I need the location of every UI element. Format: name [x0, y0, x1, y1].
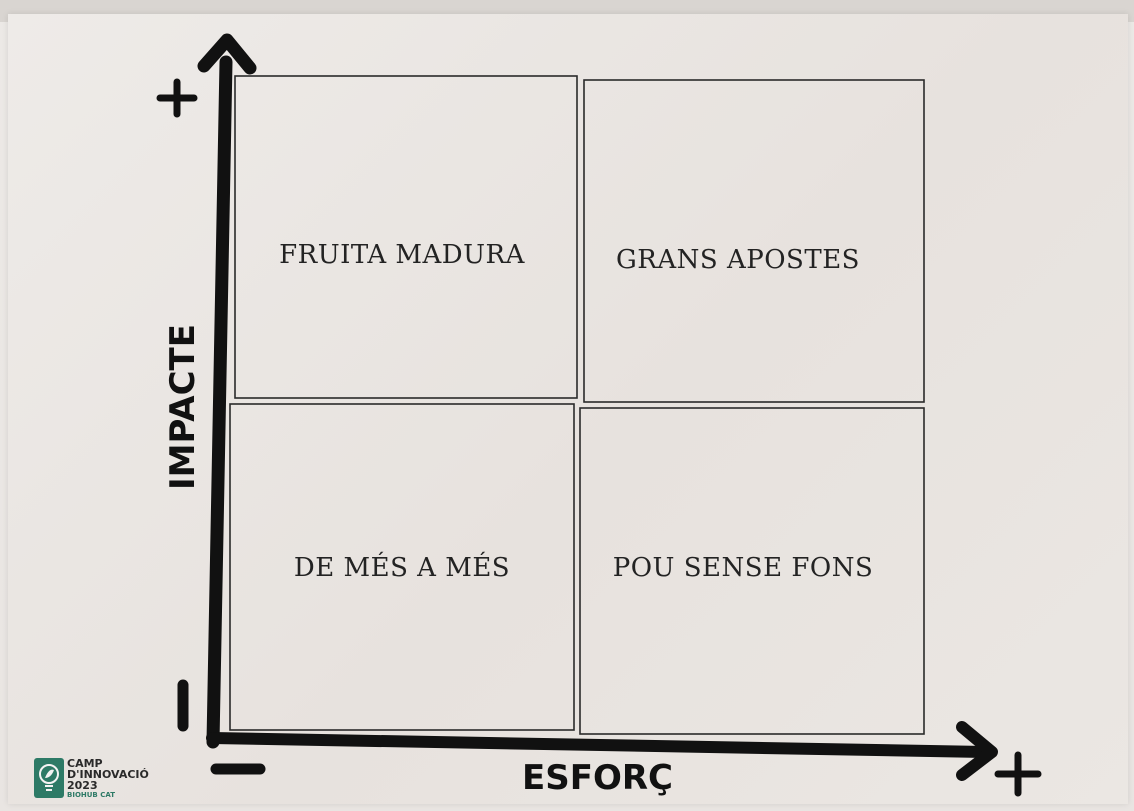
quadrant-label-top-left: FRUITA MADURA [279, 240, 525, 270]
quadrant-label-bottom-right: POU SENSE FONS [612, 553, 874, 583]
logo-line-4: BIOHUB CAT [67, 791, 115, 799]
logo-text: CAMP D'INNOVACIÓ 2023 BIOHUB CAT [67, 758, 149, 800]
quadrant-box-top-left [234, 75, 578, 399]
poster-sheet [8, 14, 1128, 804]
x-axis-title: ESFORÇ [522, 758, 673, 798]
logo-line-2: D'INNOVACIÓ [67, 768, 149, 781]
y-axis-plus-sign [156, 78, 198, 118]
quadrant-box-top-right [583, 79, 925, 403]
camp-innovacio-logo: CAMP D'INNOVACIÓ 2023 BIOHUB CAT [34, 758, 149, 802]
logo-badge [34, 758, 64, 798]
y-axis-arrowhead [197, 33, 257, 75]
y-axis-line [206, 55, 233, 749]
y-axis-title: IMPACTE [163, 324, 203, 490]
quadrant-label-bottom-left: DE MÉS A MÉS [293, 553, 511, 583]
logo-line-3: 2023 [67, 779, 98, 792]
leaf-bulb-icon [39, 764, 59, 791]
quadrant-label-top-right: GRANS APOSTES [616, 245, 860, 275]
x-axis-line [206, 732, 991, 758]
logo-line-1: CAMP [67, 757, 103, 770]
x-axis-arrowhead [956, 721, 998, 781]
x-axis-plus-sign [994, 751, 1042, 797]
quadrant-box-bottom-right [579, 407, 925, 735]
quadrant-box-bottom-left [229, 403, 575, 731]
